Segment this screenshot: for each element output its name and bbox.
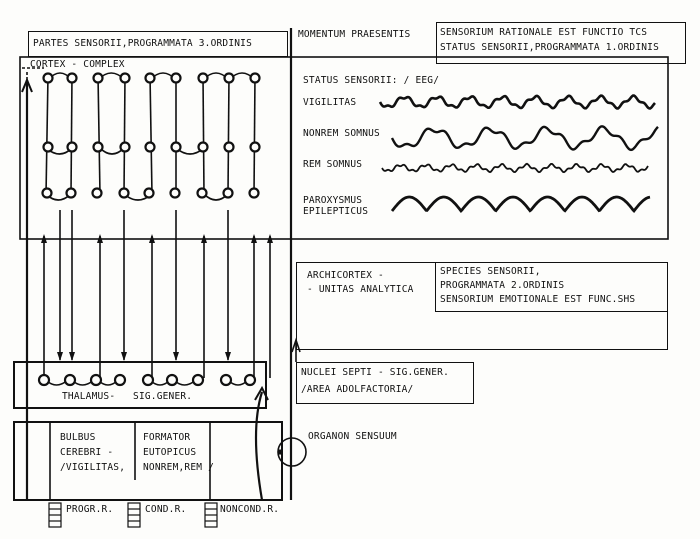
receptor-label-noncond: NONCOND.R.	[220, 504, 280, 515]
neuron-node	[170, 72, 182, 84]
state-rem: REM SOMNUS	[303, 159, 363, 170]
neuron-node	[249, 72, 261, 84]
species-box: SPECIES SENSORII, PROGRAMMATA 2.ORDINIS …	[435, 262, 668, 312]
state-nonrem: NONREM SOMNUS	[303, 128, 380, 139]
neuron-node	[141, 373, 155, 387]
cortex-label: CORTEX - COMPLEX	[30, 59, 125, 70]
neuron-node	[119, 141, 131, 153]
partes-label: PARTES SENSORII,PROGRAMMATA 3.ORDINIS	[33, 38, 253, 49]
bulbus-text: BULBUS CEREBRI - /VIGILITAS,	[60, 432, 126, 474]
neuron-node	[196, 187, 208, 199]
species-line1: SPECIES SENSORII,	[440, 266, 541, 277]
sensorium-line1: SENSORIUM RATIONALE EST FUNCTIO TCS	[440, 27, 648, 38]
eeg-paroxysmus-trace	[390, 195, 651, 214]
sensory-arc	[254, 391, 264, 501]
neuron-nodes	[37, 72, 261, 387]
neuron-node	[42, 141, 54, 153]
neuron-node	[222, 187, 234, 199]
neuron-node	[119, 72, 131, 84]
neuron-node	[66, 141, 78, 153]
septi-line2: /AREA ADOLFACTORIA/	[301, 384, 414, 395]
neuron-node	[169, 187, 181, 199]
receptor-label-cond: COND.R.	[145, 504, 187, 515]
eeg-traces	[378, 94, 659, 214]
neuron-node	[170, 141, 182, 153]
cortex-columns	[45, 72, 256, 201]
arrowheads	[41, 234, 273, 361]
eeg-nonrem-trace	[390, 125, 659, 152]
neuron-node	[91, 187, 103, 199]
neuron-node	[92, 72, 104, 84]
organon-label: ORGANON SENSUUM	[308, 431, 397, 442]
species-line2: PROGRAMMATA 2.ORDINIS	[440, 280, 565, 291]
thalamus-label: THALAMUS- SIG.GENER.	[62, 391, 193, 402]
state-vigilitas: VIGILITAS	[303, 97, 357, 108]
neuron-node	[219, 373, 233, 387]
septi-line1: NUCLEI SEPTI - SIG.GENER.	[301, 367, 449, 378]
neuron-node	[144, 72, 156, 84]
thalamus-frame	[13, 361, 267, 409]
neuron-node	[37, 373, 51, 387]
neuron-node	[223, 141, 235, 153]
neuron-node	[65, 187, 77, 199]
neuron-node	[66, 72, 78, 84]
neuron-node	[118, 187, 130, 199]
sensorium-line2: STATUS SENSORII,PROGRAMMATA 1.ORDINIS	[440, 42, 660, 53]
receptor-label-progr: PROGR.R.	[66, 504, 114, 515]
archicortex-box: ARCHICORTEX - - UNITAS ANALYTICA SPECIES…	[296, 262, 668, 350]
neuron-node	[63, 373, 77, 387]
neuron-node	[143, 187, 155, 199]
neuron-node	[89, 373, 103, 387]
neuron-node	[197, 141, 209, 153]
momentum-label: MOMENTUM PRAESENTIS	[298, 29, 411, 40]
formator-text: FORMATOR EUTOPICUS NONREM,REM /	[143, 432, 215, 474]
status-title: STATUS SENSORII: / EEG/	[303, 75, 440, 86]
neuron-node	[197, 72, 209, 84]
neuron-node	[92, 141, 104, 153]
neuron-node	[144, 141, 156, 153]
neuron-node	[248, 187, 260, 199]
neuron-node	[191, 373, 205, 387]
neuron-node	[165, 373, 179, 387]
neuron-node	[243, 373, 257, 387]
neuron-node	[249, 141, 261, 153]
neuron-node	[42, 72, 54, 84]
sensorium-box: SENSORIUM RATIONALE EST FUNCTIO TCS STAT…	[436, 22, 686, 64]
cortex-frame	[19, 56, 669, 240]
septi-box: NUCLEI SEPTI - SIG.GENER. /AREA ADOLFACT…	[296, 362, 474, 404]
neuron-node	[223, 72, 235, 84]
neuron-node	[41, 187, 53, 199]
eeg-rem-trace	[381, 162, 649, 174]
eeg-vigilitas-trace	[378, 94, 656, 110]
state-paroxysmus: PAROXYSMUS EPILEPTICUS	[303, 195, 369, 217]
receptor-icons	[48, 502, 218, 528]
archicortex-line1: ARCHICORTEX -	[307, 270, 384, 281]
neuron-node	[113, 373, 127, 387]
thalamo-cortical-paths	[43, 210, 271, 378]
archicortex-line2: - UNITAS ANALYTICA	[307, 284, 414, 295]
partes-box: PARTES SENSORII,PROGRAMMATA 3.ORDINIS	[28, 31, 288, 57]
species-line3: SENSORIUM EMOTIONALE EST FUNC.SHS	[440, 294, 636, 305]
